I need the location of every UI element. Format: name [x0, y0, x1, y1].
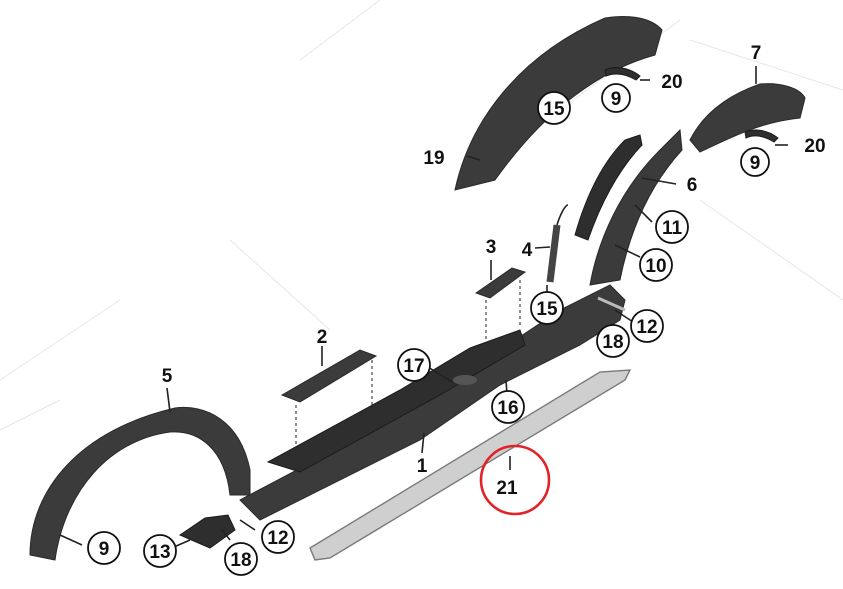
- mounting-pins: [295, 280, 521, 455]
- callout-4: 4: [522, 240, 533, 261]
- callout-5: 5: [162, 366, 173, 387]
- svg-text:15: 15: [536, 299, 558, 320]
- svg-text:9: 9: [611, 89, 622, 110]
- callout-3: 3: [486, 237, 497, 258]
- wheel-arch-trim-5: [29, 406, 251, 561]
- svg-text:9: 9: [99, 539, 110, 560]
- svg-text:15: 15: [543, 99, 565, 120]
- callout-1: 1: [417, 456, 428, 477]
- svg-text:12: 12: [267, 528, 288, 549]
- callout-21: 21: [496, 478, 518, 499]
- wheel-arch-trim-7: [689, 83, 806, 153]
- svg-text:17: 17: [403, 356, 424, 377]
- svg-text:13: 13: [149, 542, 170, 563]
- callout-9-right: 9: [740, 147, 770, 177]
- svg-text:16: 16: [497, 398, 518, 419]
- bracket-13: [178, 514, 236, 549]
- callout-15-top: 15: [537, 91, 571, 125]
- callout-11: 11: [655, 210, 689, 244]
- sill-lower-panel: [266, 329, 526, 473]
- strut-4: [546, 224, 561, 283]
- callout-18-rear: 18: [596, 324, 630, 358]
- svg-text:9: 9: [750, 153, 761, 174]
- highlight-circle-21: [479, 444, 551, 516]
- pad-3: [474, 267, 527, 299]
- svg-text:18: 18: [230, 550, 251, 571]
- callout-10: 10: [639, 248, 673, 282]
- svg-text:18: 18: [602, 332, 623, 353]
- trim-strip-6: [574, 134, 643, 241]
- callout-15-mid: 15: [530, 291, 564, 325]
- trim-strip-21: [309, 369, 632, 561]
- clip-9b: [744, 129, 779, 143]
- callout-2: 2: [317, 327, 328, 348]
- pad-2: [280, 349, 378, 403]
- callout-19: 19: [423, 148, 444, 169]
- callout-16: 16: [491, 390, 525, 424]
- clip-17: [453, 375, 477, 385]
- callout-12-front: 12: [261, 520, 295, 554]
- svg-text:12: 12: [636, 317, 657, 338]
- wheel-arch-trim-11: [589, 128, 683, 286]
- svg-text:11: 11: [662, 218, 683, 239]
- callout-6: 6: [687, 175, 698, 196]
- plug-12-rear: [597, 296, 626, 312]
- callout-20-top: 20: [661, 72, 682, 93]
- clip-9a: [604, 67, 641, 81]
- callout-13: 13: [143, 534, 177, 568]
- callout-7: 7: [751, 43, 762, 64]
- guide-lines: [0, 0, 843, 431]
- callout-20-right: 20: [804, 136, 825, 157]
- callout-9-bottom: 9: [87, 531, 121, 565]
- callout-9-top: 9: [601, 83, 631, 113]
- callout-18-front: 18: [224, 542, 258, 576]
- svg-text:10: 10: [645, 256, 666, 277]
- callout-12-rear: 12: [630, 309, 664, 343]
- svg-text:21: 21: [496, 478, 518, 499]
- callout-17: 17: [397, 348, 431, 382]
